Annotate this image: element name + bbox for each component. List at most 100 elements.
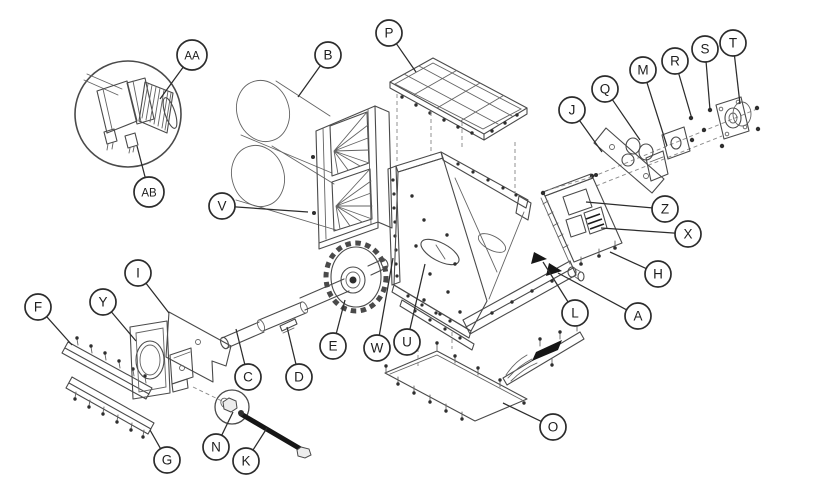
callout-letter-P: P	[384, 25, 393, 40]
leader-line-T	[733, 55, 741, 105]
leader-line-O	[502, 402, 542, 422]
callout-letter-Z: Z	[661, 201, 669, 216]
callout-circle-D	[285, 363, 313, 391]
leader-line-G	[149, 429, 162, 450]
callout-letter-X: X	[683, 226, 692, 241]
callout-S: S	[691, 35, 719, 111]
leader-line-F	[46, 316, 73, 346]
leader-line-I	[145, 282, 170, 314]
deflector-chute	[502, 322, 585, 386]
callout-letter-D: D	[294, 369, 304, 384]
callout-circle-U	[393, 328, 421, 356]
callout-letter-O: O	[548, 419, 559, 434]
callout-P: P	[375, 19, 417, 73]
callout-letter-F: F	[34, 299, 42, 314]
leader-line-Q	[611, 99, 641, 141]
callout-C: C	[234, 328, 262, 391]
callout-Z: Z	[585, 195, 679, 223]
callout-letter-W: W	[371, 340, 384, 355]
motor-mount-parts	[591, 96, 761, 194]
callout-W: W	[363, 257, 394, 362]
callout-circle-R	[661, 47, 689, 75]
bearing-plates	[129, 311, 232, 400]
callout-R: R	[661, 47, 693, 120]
tension-rod-and-nut	[192, 386, 312, 459]
callout-K: K	[232, 427, 268, 475]
callout-letter-L: L	[571, 305, 579, 320]
callout-circle-F	[24, 293, 52, 321]
callout-letter-AB: AB	[141, 187, 157, 199]
leader-line-J	[579, 120, 603, 153]
callout-circle-H	[644, 260, 672, 288]
callout-Y: Y	[89, 288, 137, 342]
callout-G: G	[149, 429, 181, 474]
callout-letter-V: V	[217, 198, 226, 213]
callout-letter-I: I	[136, 265, 140, 280]
leader-line-X	[600, 227, 676, 234]
callout-I: I	[124, 259, 170, 314]
callout-circle-V	[208, 192, 236, 220]
callout-circle-B	[314, 41, 342, 69]
callout-circle-I	[124, 259, 152, 287]
callout-circle-X	[674, 220, 702, 248]
callout-letter-A: A	[633, 308, 642, 323]
callout-circle-N	[202, 433, 230, 461]
leader-line-A	[557, 272, 627, 311]
callout-B: B	[297, 41, 342, 98]
callout-letter-C: C	[243, 369, 253, 384]
callout-circle-L	[561, 299, 589, 327]
leader-line-S	[705, 61, 711, 111]
leader-line-H	[609, 251, 647, 270]
knife-bars	[61, 336, 155, 439]
main-housing	[387, 151, 532, 351]
leader-line-D	[286, 326, 297, 365]
leader-line-C	[235, 328, 246, 365]
bottom-plate	[384, 341, 528, 422]
callout-circle-K	[232, 447, 260, 475]
leader-line-E	[335, 299, 346, 334]
leader-line-R	[678, 73, 693, 120]
callout-circle-Q	[591, 75, 619, 103]
callout-circle-P	[375, 19, 403, 47]
assembly-line-art	[61, 57, 761, 459]
callout-letter-B: B	[323, 47, 332, 62]
top-grate	[389, 57, 528, 141]
callout-letter-M: M	[637, 62, 648, 77]
callout-circle-O	[539, 413, 567, 441]
callout-circle-Z	[651, 195, 679, 223]
callout-circle-Y	[89, 288, 117, 316]
callout-letter-S: S	[700, 41, 709, 56]
callout-circle-W	[363, 334, 391, 362]
callout-V: V	[208, 192, 309, 220]
callout-letter-H: H	[653, 266, 663, 281]
callout-letter-E: E	[328, 338, 337, 353]
blower-transition-assembly	[231, 79, 393, 250]
callout-circle-A	[624, 302, 652, 330]
callout-circle-AA	[176, 39, 208, 71]
callout-letter-K: K	[241, 453, 250, 468]
access-panel	[540, 173, 623, 266]
callout-letter-N: N	[211, 439, 221, 454]
callout-AB: AB	[133, 145, 165, 208]
callout-T: T	[719, 29, 747, 105]
callout-E: E	[319, 299, 347, 360]
callout-letter-Q: Q	[600, 81, 611, 96]
callout-letter-U: U	[402, 334, 412, 349]
leader-line-K	[252, 427, 268, 451]
callout-letter-R: R	[670, 53, 680, 68]
callout-F: F	[24, 293, 73, 346]
callout-circle-AB	[133, 176, 165, 208]
callout-circle-T	[719, 29, 747, 57]
callout-circle-J	[558, 96, 586, 124]
callout-letter-Y: Y	[98, 294, 107, 309]
callout-letter-G: G	[162, 452, 173, 467]
callout-X: X	[600, 220, 702, 248]
leader-line-Z	[585, 201, 653, 209]
callout-A: A	[557, 272, 652, 330]
leader-line-N	[221, 411, 234, 436]
leader-line-Y	[110, 311, 137, 342]
leader-line-B	[297, 65, 321, 98]
leader-line-AA	[159, 66, 184, 100]
